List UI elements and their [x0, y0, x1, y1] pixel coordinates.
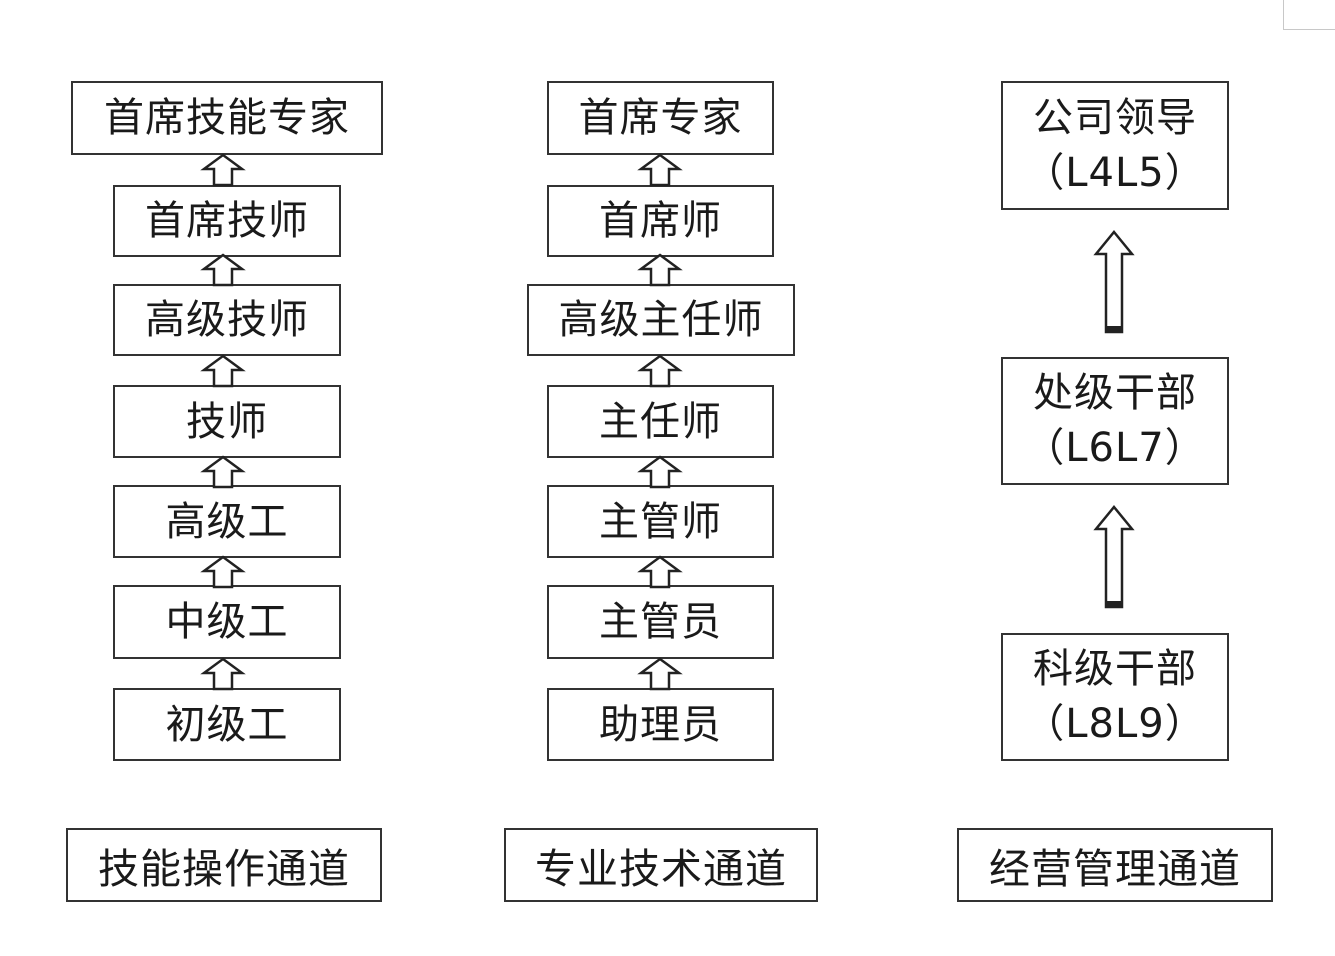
up-arrow-icon [637, 153, 683, 187]
management-channel-label: 经营管理通道 [957, 828, 1273, 902]
management-level-division-cadre: 处级干部 （L6L7） [1001, 357, 1229, 485]
up-arrow-icon [637, 555, 683, 589]
page-corner-mark [1283, 0, 1335, 30]
skill-level-senior-worker: 高级工 [113, 485, 341, 558]
professional-level-senior-director-engineer: 高级主任师 [527, 284, 795, 356]
professional-level-supervisor: 主管员 [547, 585, 774, 659]
skill-level-chief-technician: 首席技师 [113, 185, 341, 257]
professional-level-chief-engineer: 首席师 [547, 185, 774, 257]
professional-channel-label: 专业技术通道 [504, 828, 818, 902]
professional-level-chief-expert: 首席专家 [547, 81, 774, 155]
skill-level-technician: 技师 [113, 385, 341, 458]
skill-level-senior-technician: 高级技师 [113, 284, 341, 356]
skill-level-intermediate-worker: 中级工 [113, 585, 341, 659]
up-arrow-icon [637, 657, 683, 691]
up-arrow-icon [637, 354, 683, 388]
skill-level-chief-skill-expert: 首席技能专家 [71, 81, 383, 155]
up-arrow-icon [200, 455, 246, 489]
up-arrow-icon [200, 555, 246, 589]
professional-level-assistant: 助理员 [547, 688, 774, 761]
up-arrow-icon [1093, 505, 1135, 609]
professional-level-supervisor-engineer: 主管师 [547, 485, 774, 558]
up-arrow-icon [637, 253, 683, 287]
management-level-company-leader: 公司领导 （L4L5） [1001, 81, 1229, 210]
up-arrow-icon [200, 153, 246, 187]
professional-level-director-engineer: 主任师 [547, 385, 774, 458]
up-arrow-icon [200, 657, 246, 691]
up-arrow-icon [200, 354, 246, 388]
management-level-section-cadre: 科级干部 （L8L9） [1001, 633, 1229, 761]
up-arrow-icon [637, 455, 683, 489]
up-arrow-icon [1093, 230, 1135, 334]
skill-channel-label: 技能操作通道 [66, 828, 382, 902]
skill-level-junior-worker: 初级工 [113, 688, 341, 761]
up-arrow-icon [200, 253, 246, 287]
